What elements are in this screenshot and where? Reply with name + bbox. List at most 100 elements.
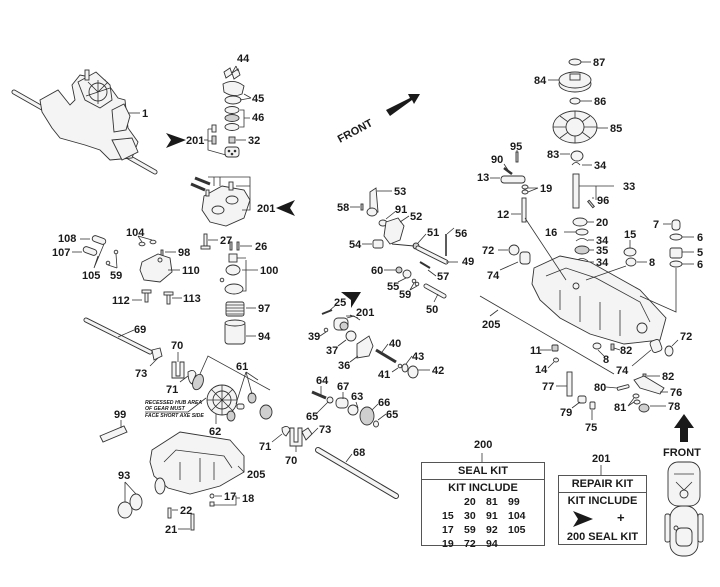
seal-kit-items: 20 81 99 15 30 91 104 17 59 92 105 19 72…	[422, 496, 544, 551]
callout-72-b: 72	[680, 331, 692, 343]
repair-kit-number: 201	[592, 453, 611, 465]
plus-sign: +	[617, 510, 625, 525]
callout-87: 87	[593, 57, 605, 69]
seal-kit-number: 200	[474, 439, 493, 451]
seal-kit-item: 15	[442, 510, 454, 522]
leader-line	[117, 329, 135, 338]
callout-201-a: 201	[186, 135, 204, 147]
callout-67: 67	[337, 381, 349, 393]
leader-line	[371, 403, 379, 411]
front-arrow-icon	[386, 94, 420, 116]
front-up-arrow-icon	[674, 414, 694, 442]
tractor-orientation-indicator: FRONT	[663, 414, 704, 557]
callout-37: 37	[326, 345, 338, 357]
leader-line	[355, 401, 359, 409]
callout-39: 39	[308, 331, 320, 343]
callout-99: 99	[114, 409, 126, 421]
seal-kit-item: 104	[508, 510, 526, 522]
leader-line	[231, 65, 239, 74]
leader-line	[427, 269, 437, 277]
callout-55: 55	[387, 281, 399, 293]
arrowhead-marker-icon	[276, 200, 295, 216]
leader-line	[489, 309, 499, 317]
front-label: FRONT	[336, 117, 375, 146]
leader-line	[385, 210, 397, 220]
callout-42: 42	[432, 365, 444, 377]
seal-kit-item: 20	[464, 496, 476, 508]
callout-91: 91	[395, 204, 407, 216]
seal-kit-item: 105	[508, 524, 526, 536]
leader-line	[311, 427, 319, 435]
callout-43: 43	[412, 351, 424, 363]
seal-kit-item: 94	[486, 538, 498, 550]
callout-104: 104	[126, 227, 145, 239]
leader-line	[446, 227, 455, 235]
callout-90: 90	[491, 154, 503, 166]
leader-line	[571, 401, 581, 409]
control-lever-parts	[500, 151, 529, 223]
note-line-3: FACE SHORT AXE SIDE	[145, 413, 204, 419]
leader-line	[207, 128, 227, 156]
callout-205-a: 205	[247, 469, 265, 481]
callout-34-a: 34	[594, 160, 607, 172]
leader-line	[585, 265, 677, 313]
callout-105: 105	[82, 270, 100, 282]
seal-kit-title: SEAL KIT	[422, 463, 544, 480]
callout-20: 20	[596, 217, 608, 229]
leader-line	[433, 293, 439, 303]
part-70-b	[289, 427, 303, 447]
leader-line	[315, 401, 329, 415]
leader-line	[124, 481, 137, 502]
fan-pulley-stack	[552, 58, 598, 262]
callout-112: 112	[112, 295, 130, 307]
leader-line	[149, 357, 159, 367]
callout-100: 100	[260, 265, 278, 277]
callout-71-a: 71	[166, 384, 178, 396]
part-17	[209, 493, 215, 499]
callout-61: 61	[236, 361, 248, 373]
callout-34-b: 34	[596, 235, 609, 247]
idler-gear-parts	[311, 390, 379, 428]
tractor-topview-icon	[664, 461, 704, 557]
callout-82-a: 82	[620, 345, 632, 357]
callout-27: 27	[220, 235, 232, 247]
callout-96: 96	[597, 195, 609, 207]
seal-kit-item: 81	[486, 496, 498, 508]
callout-201-b: 201	[257, 203, 275, 215]
seal-kit-item: 30	[464, 510, 476, 522]
leader-line	[214, 495, 240, 506]
lower-housing	[149, 431, 245, 495]
callout-34-c: 34	[596, 257, 609, 269]
front-label-2: FRONT	[663, 447, 701, 459]
callout-15: 15	[624, 229, 636, 241]
seal-kit-item: 99	[508, 496, 520, 508]
callout-6-b: 6	[697, 259, 703, 271]
callout-44: 44	[237, 53, 250, 65]
callout-60: 60	[371, 265, 383, 277]
callout-35: 35	[596, 245, 608, 257]
leader-line	[329, 304, 337, 311]
swashplate-parts	[321, 309, 419, 379]
callout-16: 16	[545, 227, 557, 239]
callout-54: 54	[349, 239, 362, 251]
callout-14: 14	[535, 364, 548, 376]
repair-kit-includes: 200 SEAL KIT	[566, 531, 639, 543]
callout-83: 83	[547, 149, 559, 161]
part-93-oring	[129, 493, 143, 511]
callout-64: 64	[316, 375, 329, 387]
callout-26: 26	[255, 241, 267, 253]
callout-45: 45	[252, 93, 264, 105]
leader-line	[547, 361, 555, 369]
callout-113: 113	[183, 293, 201, 305]
callout-77: 77	[542, 381, 554, 393]
recessed-hub-note: RECESSED HUB AREA OF GEAR MUST FACE SHOR…	[145, 397, 207, 419]
leader-line	[605, 386, 618, 389]
leader-line	[179, 375, 189, 383]
callout-11: 11	[530, 345, 542, 357]
leader-line	[237, 257, 258, 292]
callout-57: 57	[437, 271, 449, 283]
callout-85: 85	[610, 123, 622, 135]
callout-1: 1	[142, 108, 148, 120]
callout-49: 49	[462, 256, 474, 268]
